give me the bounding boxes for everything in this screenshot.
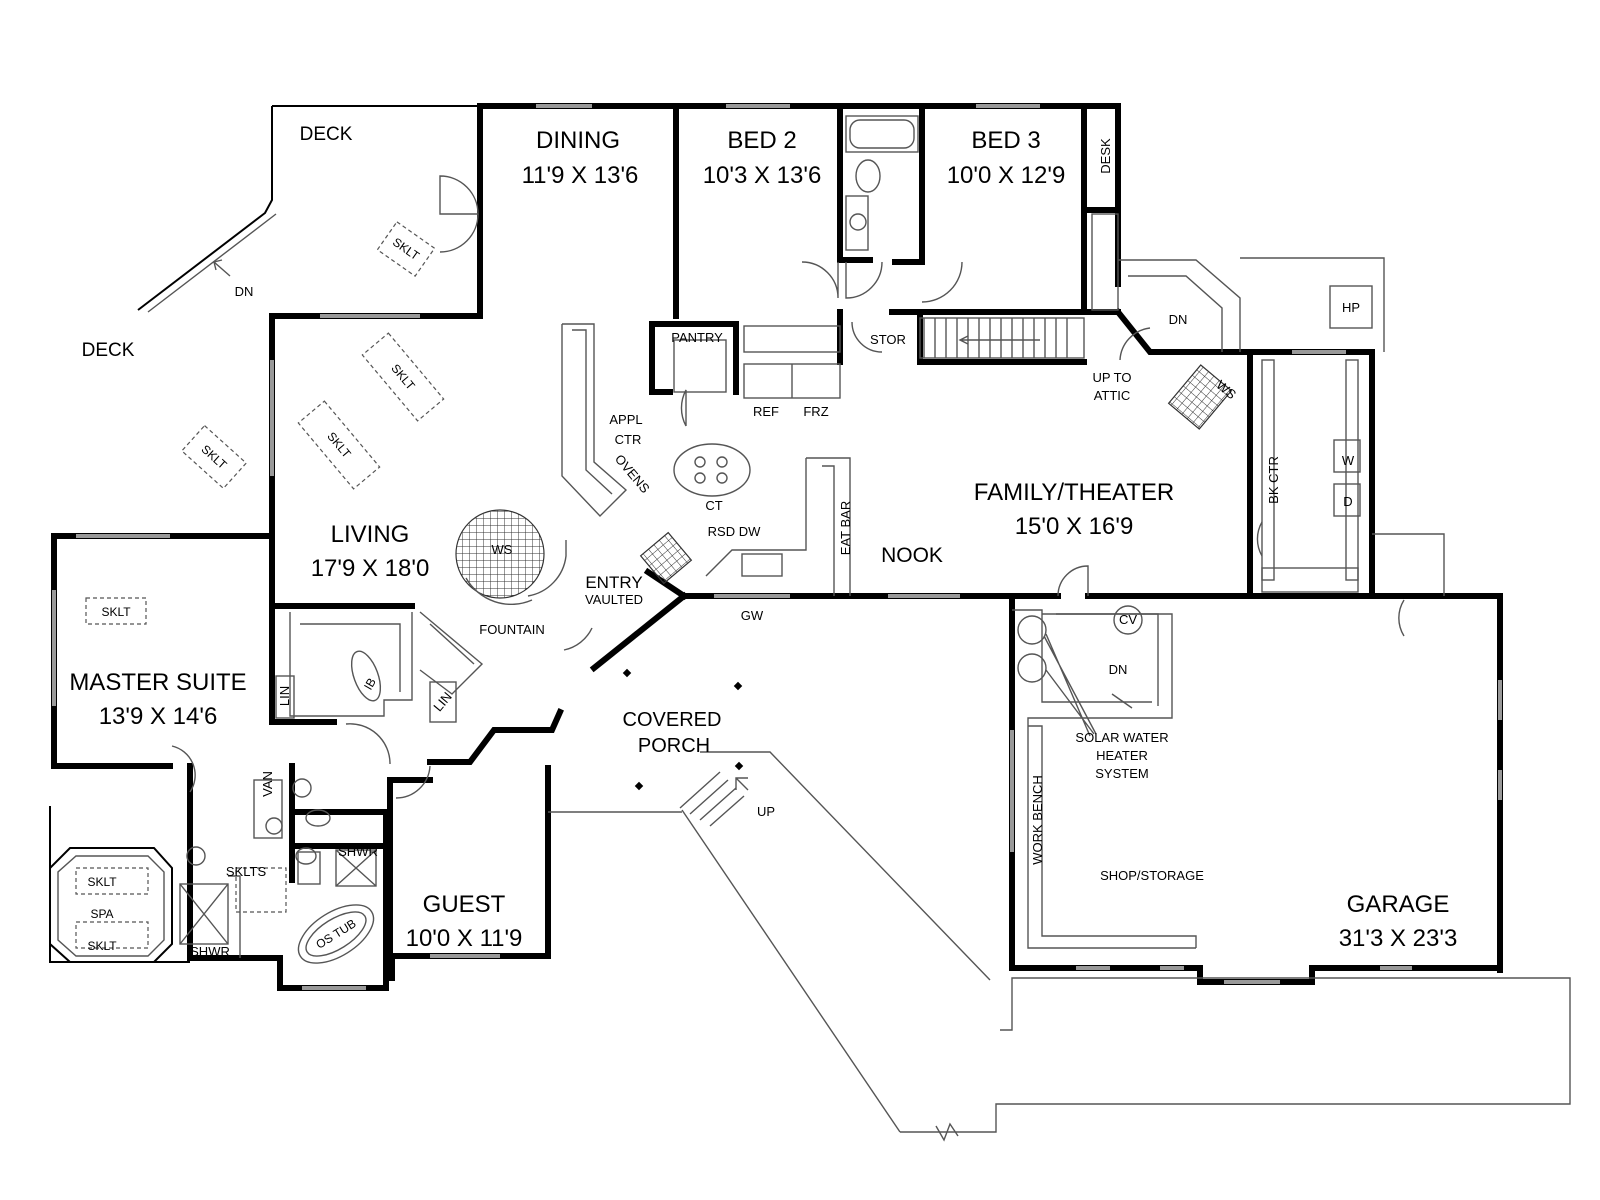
room-dim-guest: 10'0 X 11'9	[406, 925, 523, 952]
porch-posts	[622, 668, 744, 791]
spa-skylight-label: SKLT	[87, 875, 117, 889]
room-dim-living: 17'9 X 18'0	[311, 555, 430, 582]
ovens-label: OVENS	[612, 451, 653, 496]
shower-label: SHWR	[190, 944, 230, 959]
desk-label: DESK	[1098, 138, 1113, 174]
storage-label: STOR	[870, 332, 906, 347]
solar-label-line3: SYSTEM	[1095, 766, 1148, 781]
room-name-living: LIVING	[331, 521, 410, 548]
solar-label-line2: HEATER	[1096, 748, 1148, 763]
doors	[171, 175, 1405, 799]
room-name-family: FAMILY/THEATER	[974, 479, 1174, 506]
skylight-label: SKLT	[101, 605, 131, 619]
linen-label: LIN	[277, 686, 292, 706]
arrows	[213, 259, 1133, 791]
appliance-counter-label-1: APPL	[609, 412, 642, 427]
shop-storage-label: SHOP/STORAGE	[1100, 868, 1204, 883]
skylight-label: SKLT	[390, 235, 422, 264]
freezer-label: FRZ	[803, 404, 828, 419]
kitchen-counters	[561, 213, 1361, 596]
room-name-bed3: BED 3	[971, 127, 1040, 154]
room-labels: DINING 11'9 X 13'6 BED 2 10'3 X 13'6 BED…	[69, 127, 1457, 952]
work-bench-label: WORK BENCH	[1030, 775, 1045, 865]
room-name-master: MASTER SUITE	[69, 669, 246, 696]
spa-label: SPA	[90, 907, 113, 921]
bath-fixtures	[673, 115, 919, 393]
attic-label-line2: ATTIC	[1094, 388, 1131, 403]
appliance-counter-label-2: CTR	[615, 432, 642, 447]
dryer-label: D	[1343, 494, 1352, 509]
refrigerator-label: REF	[753, 404, 779, 419]
deck-label-left: DECK	[82, 340, 135, 361]
room-name-dining: DINING	[536, 127, 620, 154]
cooktop-label: CT	[705, 498, 722, 513]
fountain-label: FOUNTAIN	[479, 622, 544, 637]
porch-up-label: UP	[757, 804, 775, 819]
glass-wall-label: GW	[741, 608, 764, 623]
room-dim-bed2: 10'3 X 13'6	[703, 162, 822, 189]
porch-label-line2: PORCH	[638, 735, 710, 757]
master-closet	[179, 611, 484, 964]
skylights-label: SKLTS	[226, 864, 267, 879]
walls	[49, 103, 1503, 991]
shower-label: SHWR	[338, 844, 378, 859]
room-dim-bed3: 10'0 X 12'9	[947, 162, 1066, 189]
ironing-board-label: IB	[361, 676, 379, 693]
breakfast-counter-label: BK CTR	[1266, 456, 1281, 504]
stair-down-label: DN	[1169, 312, 1188, 327]
entry-label-line1: ENTRY	[585, 573, 642, 592]
skylight-label: SKLT	[388, 361, 418, 393]
pantry-label: PANTRY	[671, 330, 723, 345]
room-dim-master: 13'9 X 14'6	[99, 703, 218, 730]
washer-label: W	[1342, 453, 1355, 468]
nook-label: NOOK	[881, 544, 943, 567]
room-name-bed2: BED 2	[727, 127, 796, 154]
deck-label-top: DECK	[300, 124, 353, 145]
garage-down-label: DN	[1109, 662, 1128, 677]
tub-label: OS TUB	[313, 916, 358, 951]
fireplace	[455, 509, 567, 605]
wood-stove-living-label: WS	[492, 542, 513, 557]
room-name-guest: GUEST	[423, 891, 506, 918]
entry-label-line2: VAULTED	[585, 592, 643, 607]
windows	[52, 104, 1502, 990]
attic-label-line1: UP TO	[1092, 370, 1131, 385]
skylight-label: SKLT	[198, 442, 230, 472]
spa-skylight-label: SKLT	[87, 939, 117, 953]
skylights	[75, 221, 445, 949]
room-dim-garage: 31'3 X 23'3	[1339, 925, 1458, 952]
garage-equipment	[1012, 257, 1445, 949]
vanity-label: VAN	[260, 771, 275, 797]
room-dim-family: 15'0 X 16'9	[1015, 513, 1134, 540]
stairs	[548, 259, 1571, 1142]
solar-label-line1: SOLAR WATER	[1075, 730, 1168, 745]
central-vacuum-label: CV	[1119, 612, 1137, 627]
eat-bar-label: EAT BAR	[838, 501, 853, 555]
room-dim-dining: 11'9 X 13'6	[522, 162, 639, 189]
raised-dishwasher-label: RSD DW	[708, 524, 761, 539]
deck-down-label: DN	[235, 284, 254, 299]
porch-label-line1: COVERED	[623, 709, 722, 731]
heat-pump-label: HP	[1342, 300, 1360, 315]
room-name-garage: GARAGE	[1347, 891, 1450, 918]
skylight-label: SKLT	[324, 429, 354, 461]
